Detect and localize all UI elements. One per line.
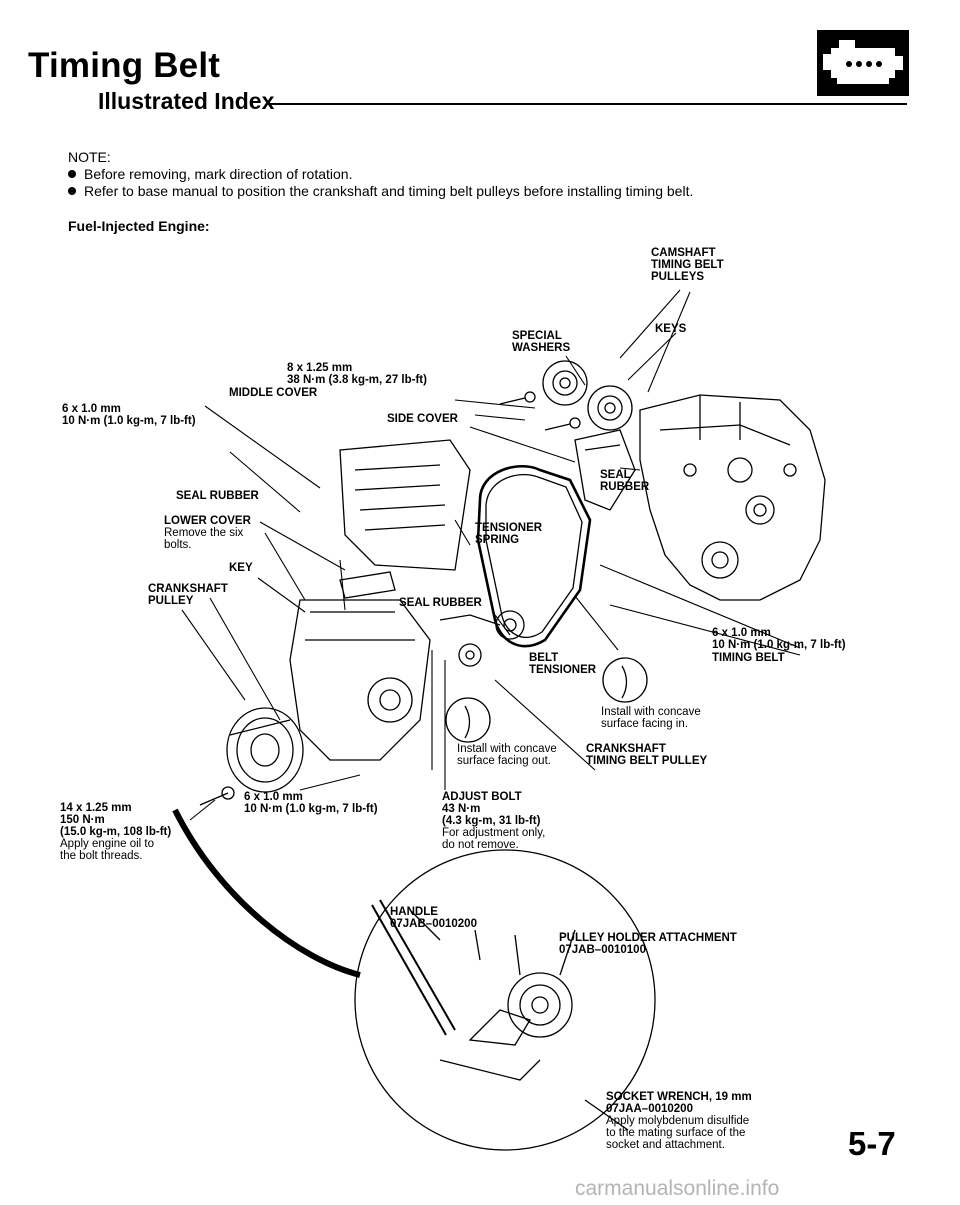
engine-type-label: Fuel-Injected Engine: — [68, 218, 210, 234]
section-subtitle: Illustrated Index — [98, 88, 275, 114]
crankshaft-pulley-label: CRANKSHAFT PULLEY — [148, 583, 228, 607]
timing-belt — [476, 465, 592, 648]
lower-cover-note: Remove the six bolts. — [164, 527, 244, 551]
crank-bolt-label: 14 x 1.25 mm 150 N·m (15.0 kg-m, 108 lb-… — [60, 802, 172, 838]
page-number: 5-7 — [848, 1125, 896, 1162]
detail-magnifier — [172, 808, 656, 1151]
note-item: Refer to base manual to position the cra… — [68, 183, 693, 200]
title-rule — [269, 103, 907, 105]
holder-attachment-label: PULLEY HOLDER ATTACHMENT 07JAB–0010100 — [559, 932, 737, 956]
handle-tool-label: HANDLE 07JAB–0010200 — [390, 906, 477, 930]
page-title: Timing Belt — [28, 46, 221, 85]
concave-out-note: Install with concave surface facing out. — [457, 743, 557, 767]
adjust-bolt-label: ADJUST BOLT 43 N·m (4.3 kg-m, 31 lb-ft) — [442, 791, 541, 827]
tensioner-spring-label: TENSIONER SPRING — [475, 522, 543, 546]
watermark-text: carmanualsonline.info — [575, 1177, 780, 1200]
note-heading: NOTE: — [68, 149, 111, 165]
notes: NOTE: Before removing, mark direction of… — [68, 149, 693, 200]
keys-label: KEYS — [655, 323, 687, 335]
bullet-icon — [68, 170, 76, 178]
concave-washers — [445, 657, 648, 743]
engine-block — [639, 394, 826, 601]
socket-wrench-label: SOCKET WRENCH, 19 mm 07JAA–0010200 — [606, 1091, 752, 1115]
belt-tensioner — [439, 610, 525, 667]
key-label: KEY — [229, 562, 253, 574]
crankshaft-pulley — [199, 707, 304, 806]
timing-belt-label: TIMING BELT — [712, 652, 785, 664]
crank-bolt-note: Apply engine oil to the bolt threads. — [60, 838, 154, 862]
right-bolt-label: 6 x 1.0 mm 10 N·m (1.0 kg-m, 7 lb-ft) — [712, 627, 846, 651]
leader-lines — [181, 289, 801, 821]
note-item: Before removing, mark direction of rotat… — [68, 166, 693, 183]
lower-bolt-label: 6 x 1.0 mm 10 N·m (1.0 kg-m, 7 lb-ft) — [244, 791, 378, 815]
middle-cover-bolt-label: 8 x 1.25 mm 38 N·m (3.8 kg-m, 27 lb-ft) — [287, 362, 427, 386]
concave-in-note: Install with concave surface facing in. — [601, 706, 701, 730]
engine-icon — [817, 30, 909, 96]
seal-rubber-strip — [339, 571, 396, 599]
socket-wrench-note: Apply molybdenum disulfide to the mating… — [606, 1115, 750, 1151]
side-cover-label: SIDE COVER — [387, 413, 458, 425]
adjust-bolt-note: For adjustment only, do not remove. — [442, 827, 546, 851]
crank-belt-pulley-label: CRANKSHAFT TIMING BELT PULLEY — [586, 743, 708, 767]
lower-cover-label: LOWER COVER — [164, 515, 251, 527]
middle-cover — [339, 429, 636, 571]
seal-rubber-mid-label: SEAL RUBBER — [399, 597, 482, 609]
belt-tensioner-label: BELT TENSIONER — [529, 652, 597, 676]
seal-rubber-left-label: SEAL RUBBER — [176, 490, 259, 502]
camshaft-pulleys-label: CAMSHAFT TIMING BELT PULLEYS — [651, 247, 724, 283]
middle-cover-label: MIDDLE COVER — [229, 387, 318, 399]
camshaft-pulleys — [499, 360, 633, 431]
seal-rubber-upper-label: SEAL RUBBER — [600, 469, 650, 493]
lower-cover — [289, 599, 431, 761]
small-bolt-left-label: 6 x 1.0 mm 10 N·m (1.0 kg-m, 7 lb-ft) — [62, 403, 196, 427]
special-washers-label: SPECIAL WASHERS — [512, 330, 571, 354]
bullet-icon — [68, 187, 76, 195]
